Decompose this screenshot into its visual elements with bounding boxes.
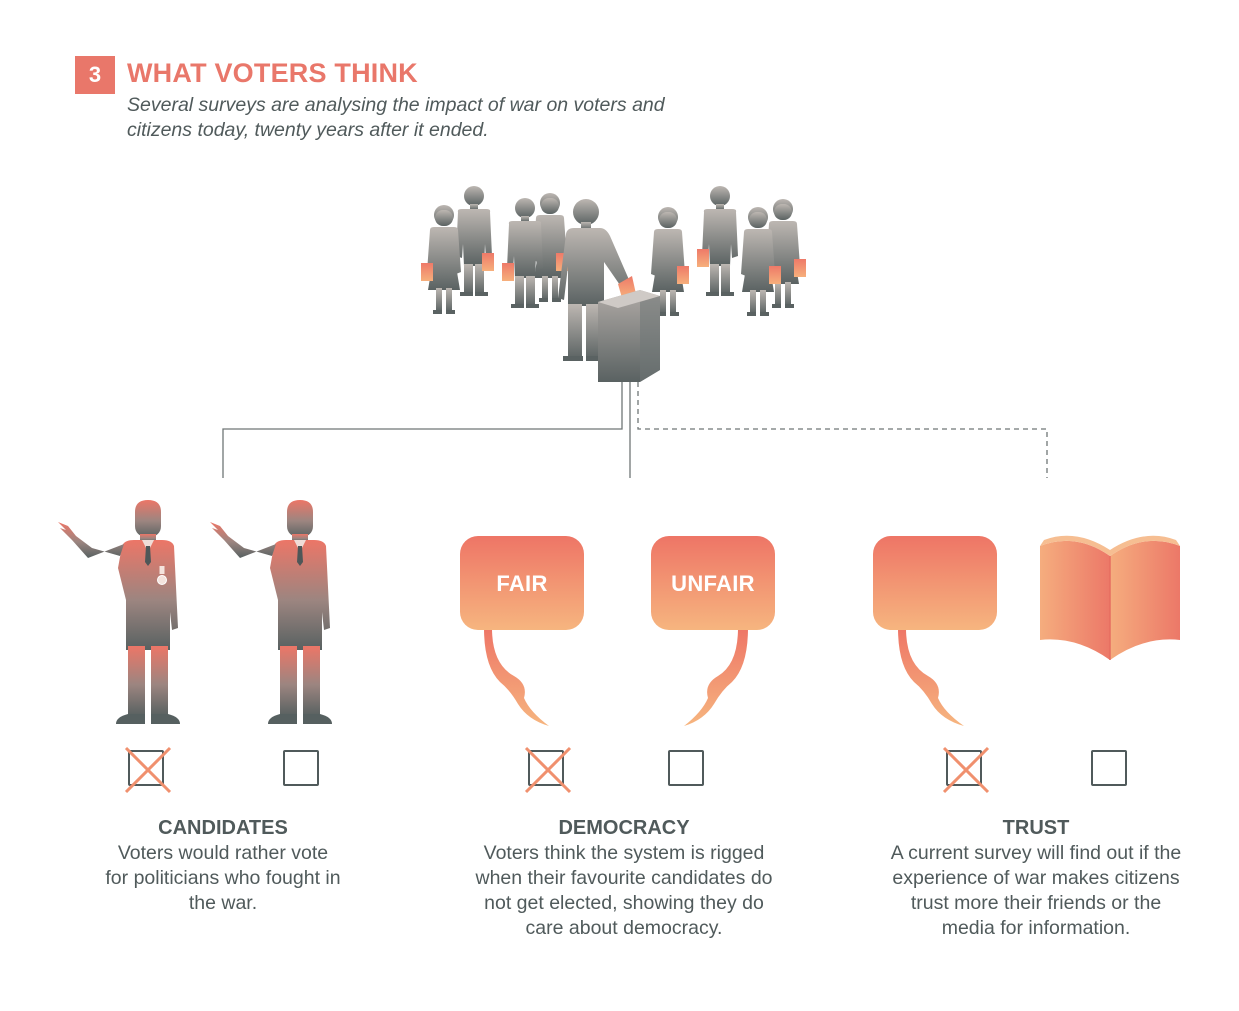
candidate-civilian	[210, 500, 332, 724]
cross-mark-icon	[942, 746, 990, 794]
checkbox-democracy-unfair[interactable]	[668, 750, 704, 786]
book-icon	[1040, 535, 1180, 660]
speech-bubble-unfair	[651, 536, 775, 726]
cross-mark-icon	[124, 746, 172, 794]
connector-lines	[222, 382, 1048, 478]
bubble-label-fair: FAIR	[496, 571, 548, 596]
checkbox-candidates-decorated[interactable]	[124, 746, 172, 794]
caption-democracy: DEMOCRACY Voters think the system is rig…	[474, 815, 774, 941]
checkbox-candidates-plain[interactable]	[283, 750, 319, 786]
cross-mark-icon	[524, 746, 572, 794]
candidate-veteran	[58, 500, 180, 724]
central-voter	[558, 199, 630, 361]
caption-heading: CANDIDATES	[158, 817, 288, 839]
page-subtitle: Several surveys are analysing the impact…	[127, 94, 665, 141]
caption-body: Voters think the system is rigged when t…	[475, 842, 773, 939]
caption-body: Voters would rather vote for politicians…	[105, 842, 341, 914]
voter-crowd	[421, 186, 806, 382]
caption-heading: TRUST	[1002, 817, 1070, 839]
section-number-badge: 3	[75, 56, 115, 94]
page-title: WHAT VOTERS THINK	[127, 58, 418, 88]
checkbox-trust-friends[interactable]	[942, 746, 990, 794]
speech-bubble-friends	[873, 536, 997, 726]
checkbox-democracy-fair[interactable]	[524, 746, 572, 794]
caption-candidates: CANDIDATES Voters would rather vote for …	[73, 815, 373, 916]
bubble-label-unfair: UNFAIR	[671, 571, 755, 596]
caption-trust: TRUST A current survey will find out if …	[886, 815, 1186, 941]
ballot-box	[598, 290, 660, 382]
speech-bubble-fair	[460, 536, 584, 726]
caption-heading: DEMOCRACY	[558, 817, 690, 839]
checkbox-trust-media[interactable]	[1091, 750, 1127, 786]
caption-body: A current survey will find out if the ex…	[890, 842, 1182, 939]
